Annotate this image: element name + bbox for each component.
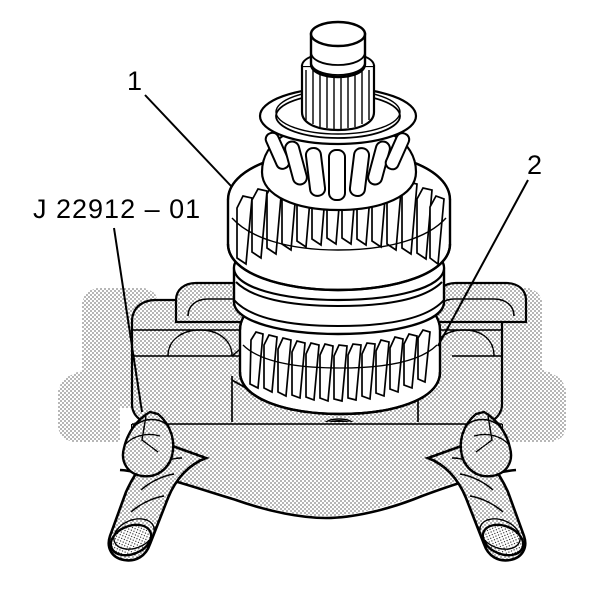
callout-label-2: 2 [527, 150, 543, 180]
fixture-base-fill [132, 470, 502, 516]
shaft-cap-top [309, 20, 367, 48]
lower-gear-teeth [249, 329, 431, 403]
fixture-arc-left [167, 329, 233, 357]
shaft-cap-groove-1 [310, 51, 366, 66]
lower-gear-mid-line [242, 344, 438, 369]
fixture-leg-front-left [107, 442, 210, 562]
upper-gear-lower-rim [226, 243, 452, 292]
upper-gear-mid-line [231, 217, 447, 251]
lower-gear-bottom-rim [238, 371, 442, 416]
shaft-cap-groove-2 [310, 61, 366, 76]
leader-line-2 [437, 179, 529, 347]
leader-line-1 [144, 94, 232, 187]
leader-lines [113, 94, 529, 413]
callout-label-1: 1 [127, 66, 143, 96]
fixture-leg-rear-left [121, 410, 175, 478]
fixture-base-edge [119, 468, 517, 520]
fixture-leg-rear-right [459, 410, 513, 478]
spacer-band-3 [233, 299, 445, 328]
tool-number-label: J 22912 – 01 [33, 194, 202, 224]
upper-gear-teeth [236, 168, 445, 266]
shaft-cap [309, 20, 367, 79]
upper-gear-web-slots [264, 131, 411, 201]
leader-line-tool-id [113, 227, 143, 413]
fixture-lobe-right [434, 281, 528, 324]
spacer-band-2 [235, 281, 443, 308]
